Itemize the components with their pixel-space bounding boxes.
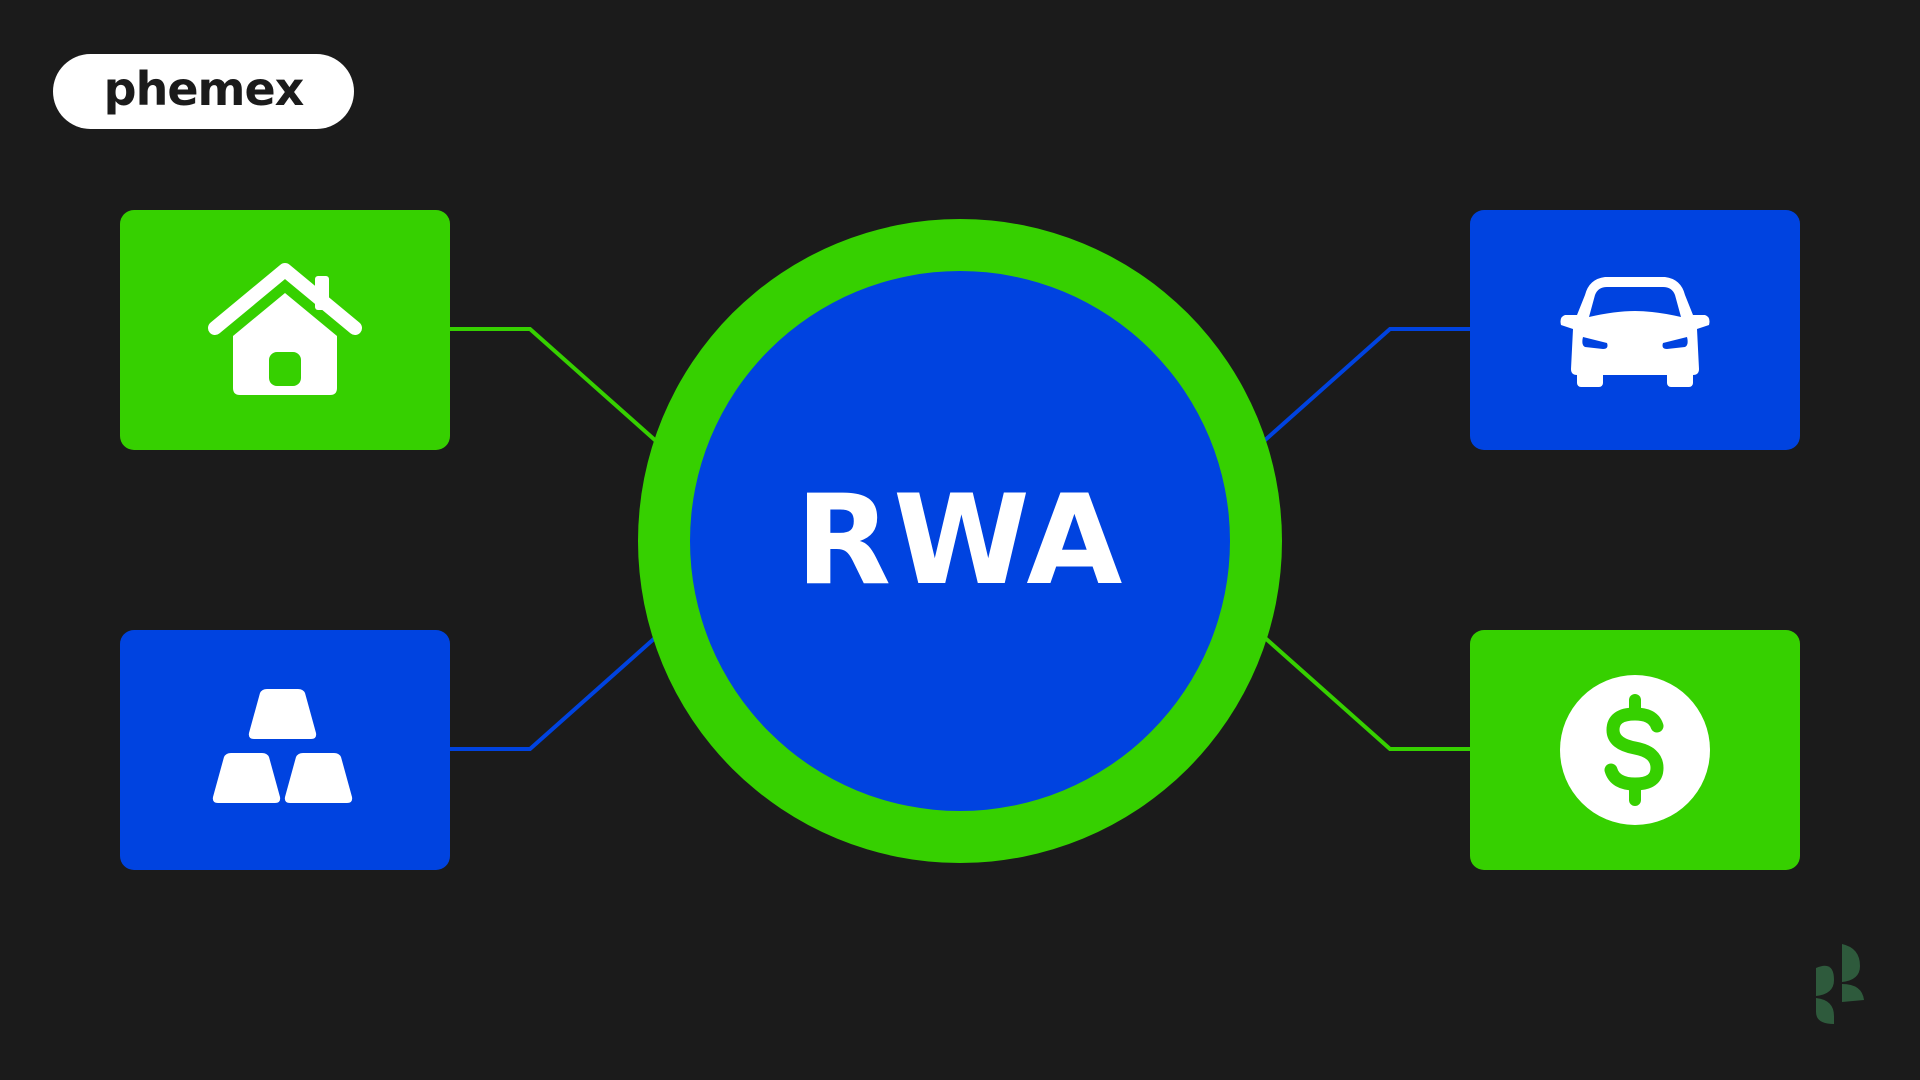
center-circle: RWA bbox=[690, 271, 1230, 811]
dollar-coin-icon bbox=[1560, 675, 1710, 825]
connector-gold bbox=[450, 635, 658, 751]
currency-tile bbox=[1470, 630, 1800, 870]
vehicle-tile bbox=[1470, 210, 1800, 450]
gold-bars-icon bbox=[212, 689, 353, 803]
brand-logo: phemex bbox=[53, 54, 354, 129]
car-icon bbox=[1560, 277, 1710, 387]
phemex-mark-icon bbox=[1816, 944, 1864, 1024]
center-label: RWA bbox=[795, 469, 1125, 613]
connector-real-estate bbox=[450, 327, 658, 443]
brand-logo-text: phemex bbox=[103, 61, 305, 116]
connector-vehicle bbox=[1262, 327, 1470, 443]
house-icon bbox=[208, 263, 362, 395]
gold-tile bbox=[120, 630, 450, 870]
connector-currency bbox=[1262, 635, 1470, 751]
real-estate-tile bbox=[120, 210, 450, 450]
